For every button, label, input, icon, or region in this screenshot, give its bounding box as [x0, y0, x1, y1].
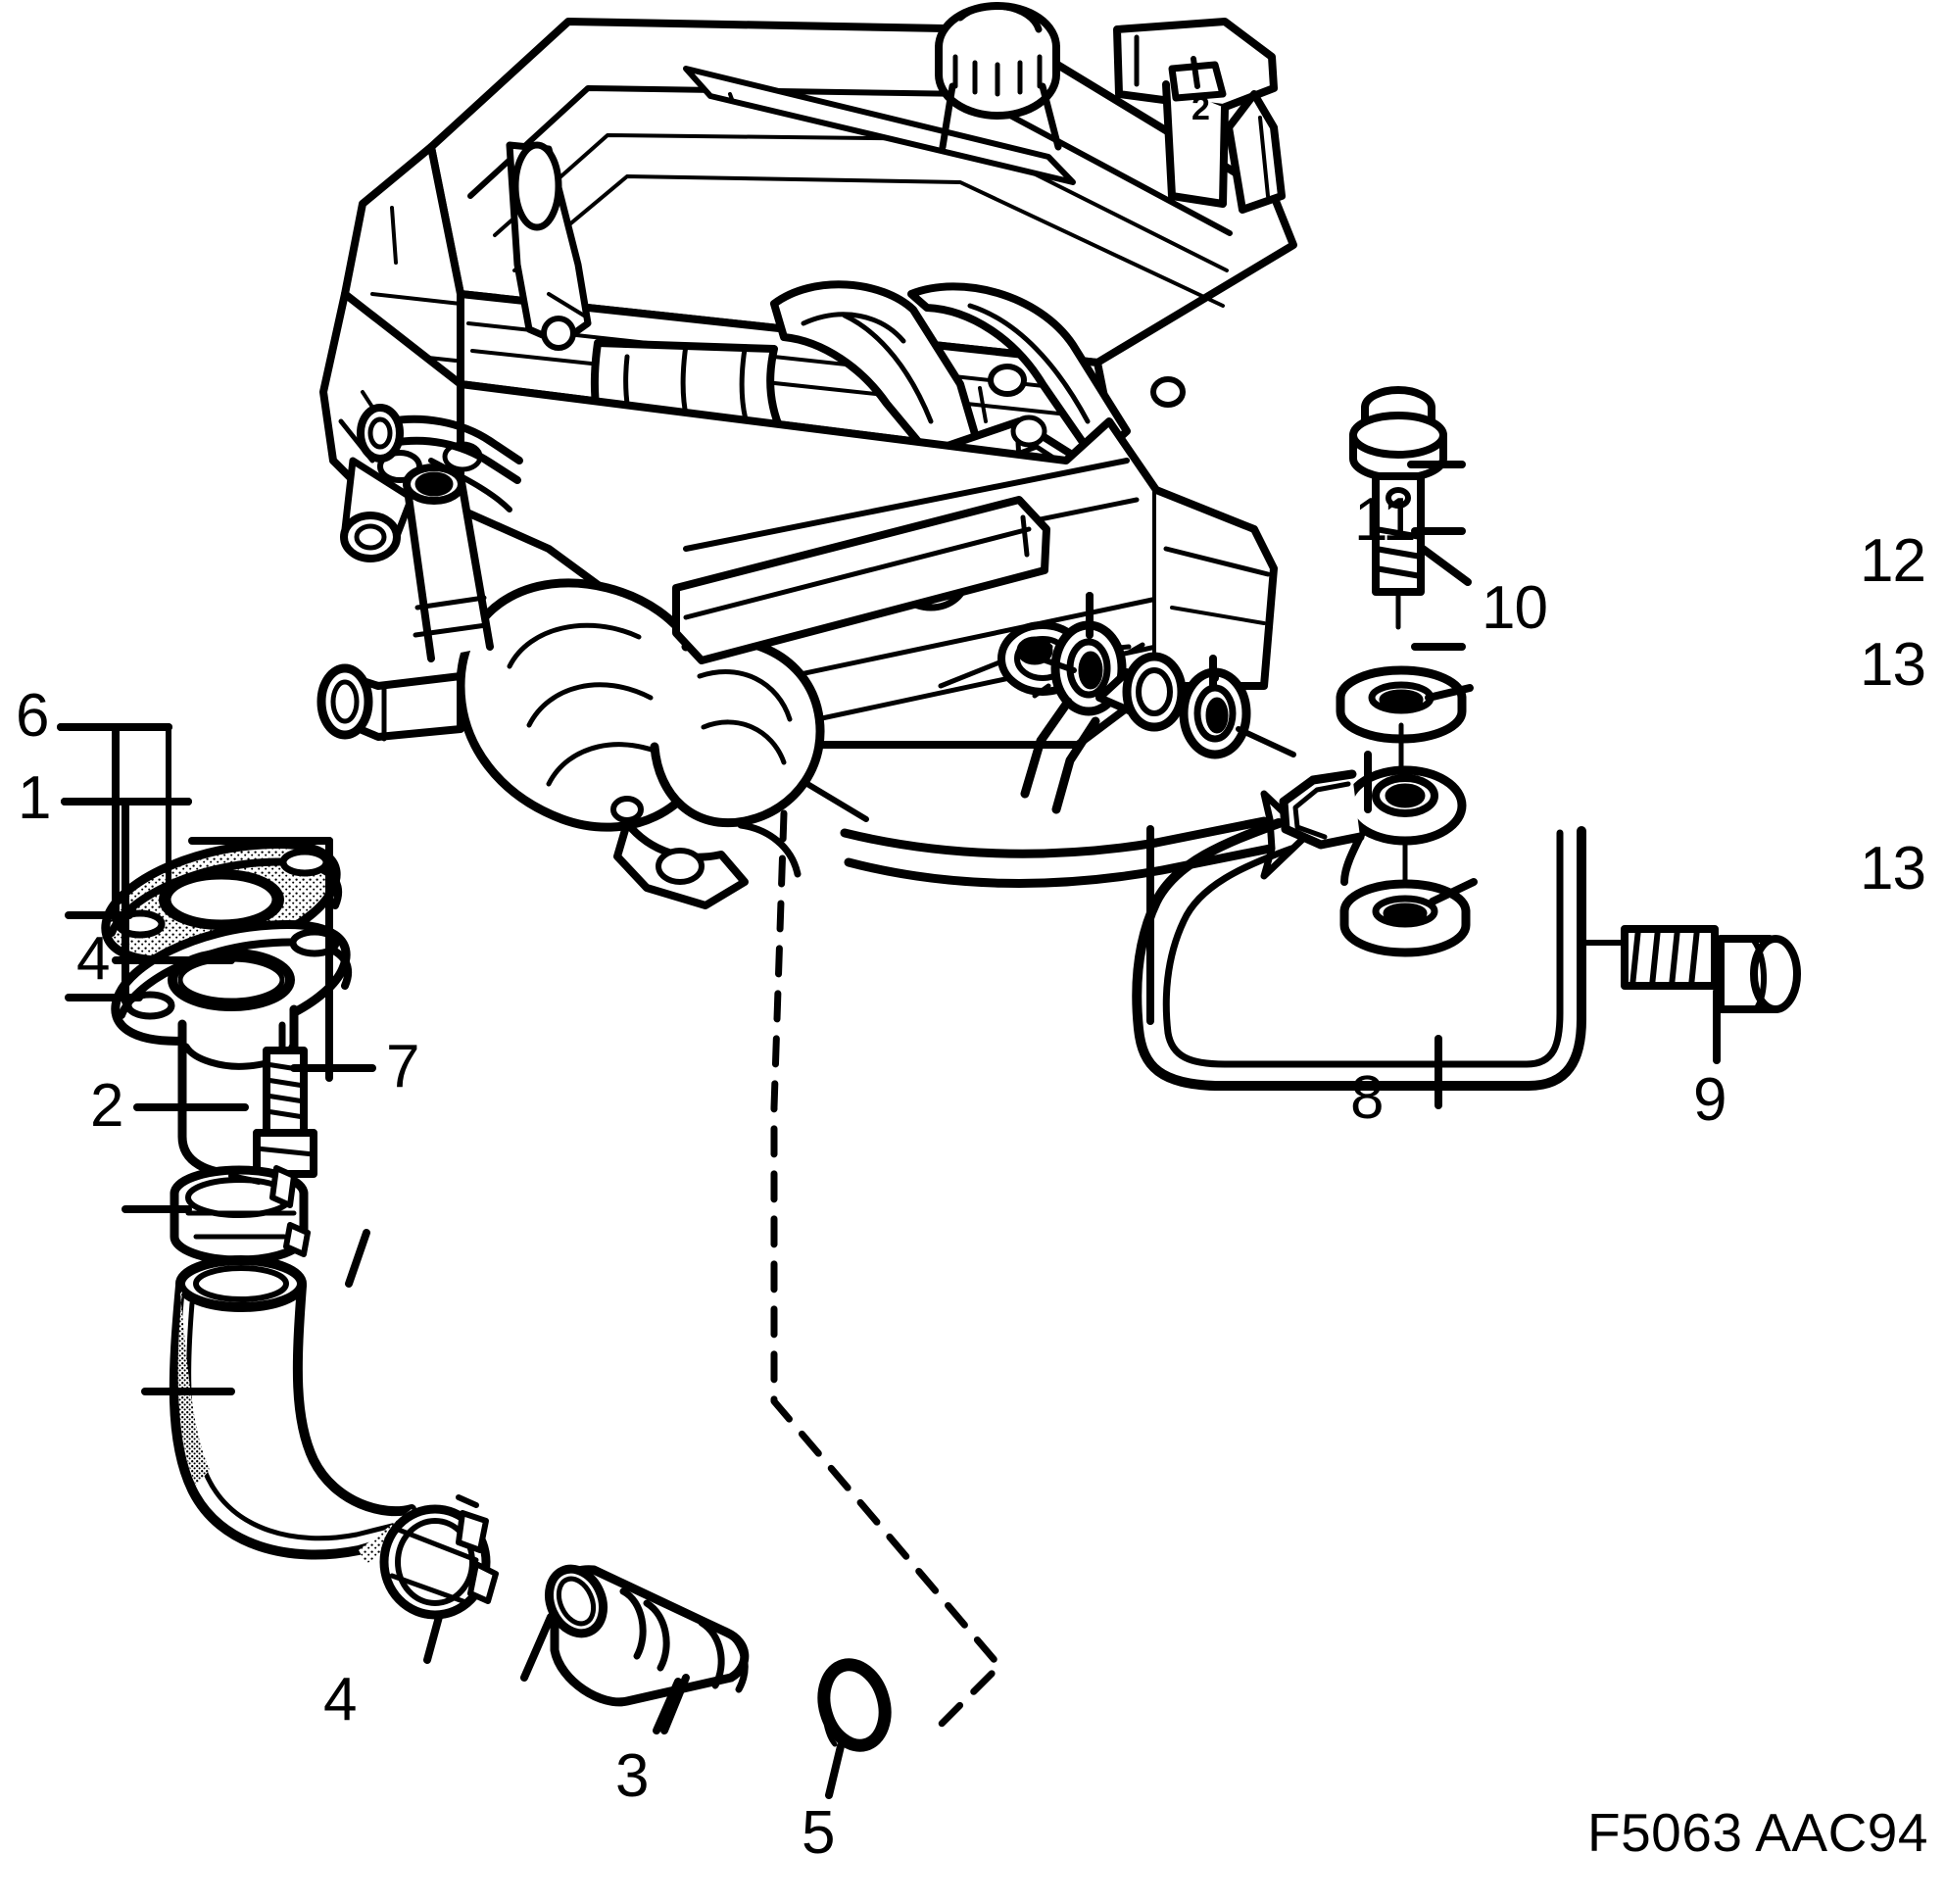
callout-7: 7 — [386, 1033, 419, 1100]
oil-filler-cap — [935, 2, 1060, 120]
banjo-fitting — [1279, 765, 1467, 886]
leader-5 — [660, 1674, 690, 1734]
callout-6: 6 — [16, 682, 49, 750]
leaders-final — [65, 545, 1721, 1799]
part-banjo-bolt-12 — [1349, 386, 1447, 630]
engine-assembly — [316, 2, 1311, 1729]
callout-13-upper: 13 — [1860, 631, 1926, 699]
callout-leader-lines — [57, 461, 1466, 1734]
manifold-tag-2-label: 2 — [1191, 90, 1210, 127]
valve-cover — [341, 18, 1297, 464]
callout-2: 2 — [90, 1072, 123, 1140]
part-hose-clamp-4-lower — [379, 1494, 499, 1620]
part-return-pipe-3 — [545, 1564, 750, 1707]
callout-4-upper: 4 — [76, 925, 110, 993]
callout-12: 12 — [1860, 527, 1926, 595]
leader-3 — [520, 1613, 555, 1682]
callout-4-lower: 4 — [323, 1666, 357, 1733]
callout-10: 10 — [1482, 574, 1548, 642]
callout-13-lower: 13 — [1860, 835, 1926, 903]
part-hose-clamp-4-upper — [170, 1165, 311, 1265]
washer-stack-11-10 — [1020, 620, 1296, 814]
callout-11: 11 — [1354, 486, 1416, 554]
part-o-ring-5 — [817, 1658, 892, 1752]
breather-bracket — [1113, 18, 1286, 214]
callout-8: 8 — [1350, 1064, 1384, 1132]
filler-neck — [939, 82, 1062, 151]
part-oil-supply-pipe-8 — [1132, 818, 1629, 1091]
callout-5: 5 — [802, 1799, 835, 1867]
part-sealing-washer-13-upper — [1336, 665, 1467, 777]
part-banjo-bolt-9 — [1621, 925, 1801, 1013]
part-sealing-washer-13-lower — [1339, 838, 1471, 957]
callout-9: 9 — [1693, 1066, 1726, 1134]
assembly-dashed-line — [770, 809, 1003, 1729]
callout-1: 1 — [18, 764, 51, 832]
part-return-hose-2 — [169, 1255, 421, 1564]
turbocharger — [316, 464, 1050, 909]
callout-3: 3 — [615, 1742, 649, 1810]
leader-4b — [345, 1229, 370, 1288]
part-bolt-7 — [253, 1021, 317, 1178]
figure-caption: F5063 AAC94 — [1587, 1802, 1928, 1863]
